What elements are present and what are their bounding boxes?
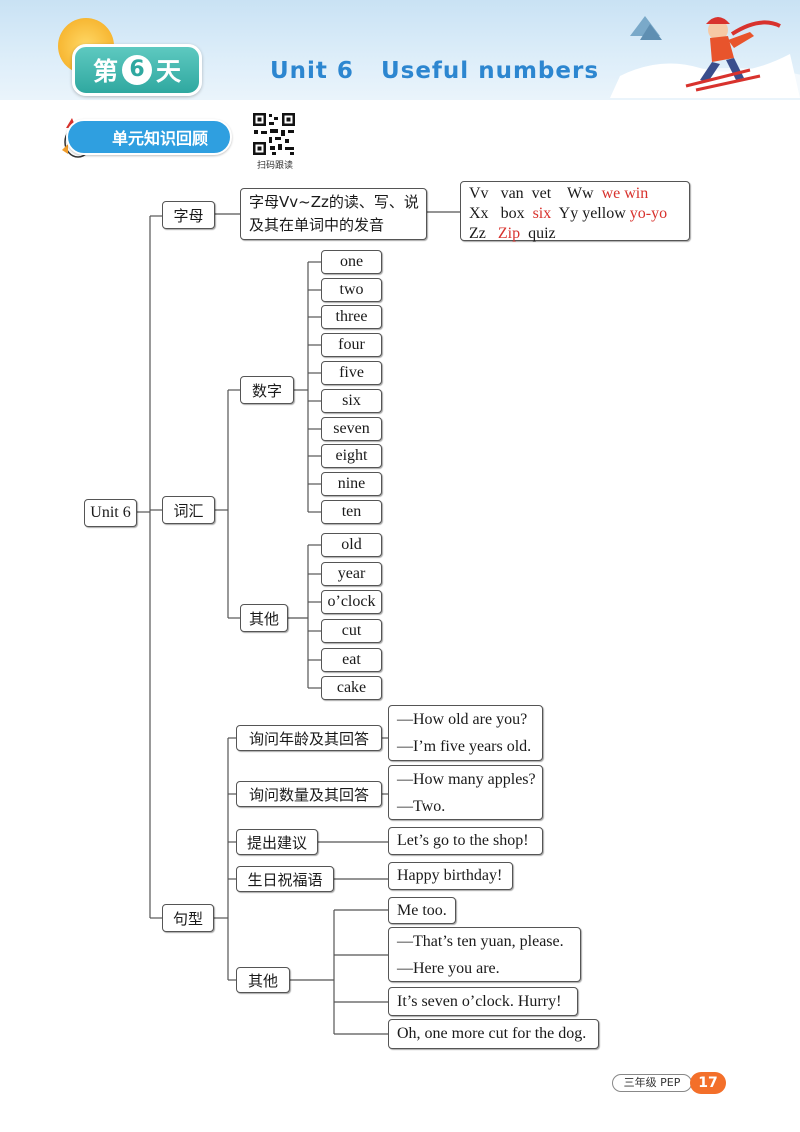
example-word: vet [531, 185, 552, 202]
letters-examples: Vv van vet Ww we win Xx box six Yy yello… [460, 181, 690, 244]
letter-pair: Vv [469, 185, 489, 202]
letters-node: 字母 [162, 201, 215, 229]
letters-row-3: Zz Zip quiz [469, 224, 681, 244]
dialogue-line: —How many apples? [397, 770, 536, 788]
example-word: win [624, 185, 649, 202]
number-word: ten [321, 500, 382, 524]
count-question-node: 询问数量及其回答 [236, 781, 382, 807]
vocab-word: eat [321, 648, 382, 672]
qr-code-icon[interactable] [252, 112, 296, 156]
dialogue-line: —Here you are. [397, 959, 500, 977]
number-word: six [321, 389, 382, 413]
other-sentence-4: Oh, one more cut for the dog. [388, 1019, 599, 1049]
dialogue-line: —I’m five years old. [397, 738, 532, 755]
other-dialogue: —That’s ten yuan, please. —Here you are. [388, 927, 581, 982]
skier-illustration-icon [610, 16, 800, 98]
letters-desc-line1: 字母Vv~Zz的读、写、说 [249, 193, 419, 211]
day-number: 6 [122, 55, 152, 85]
vocab-word: cut [321, 619, 382, 643]
unit-title: Unit 6 Useful numbers [270, 58, 600, 84]
dialogue-line: —That’s ten yuan, please. [397, 932, 564, 950]
number-word: four [321, 333, 382, 357]
letter-pair: Ww [566, 185, 594, 202]
age-dialogue: —How old are you? —I’m five years old. [388, 705, 543, 761]
section-title: 单元知识回顾 [66, 119, 232, 155]
dialogue-line: —Two. [397, 797, 446, 815]
number-word: two [321, 278, 382, 302]
grade-label: 三年级 PEP [612, 1074, 692, 1092]
letters-row-2: Xx box six Yy yellow yo-yo [469, 204, 681, 224]
number-word: seven [321, 417, 382, 441]
example-word: yellow [582, 205, 626, 222]
day-badge: 第 6 天 [72, 44, 202, 96]
letter-pair: Xx [469, 205, 489, 222]
letter-pair: Zz [469, 225, 486, 242]
example-word: Zip [497, 225, 521, 242]
birthday-sentence: Happy birthday! [388, 862, 513, 890]
sentences-others-node: 其他 [236, 967, 290, 993]
vocab-word: old [321, 533, 382, 557]
number-word: five [321, 361, 382, 385]
other-sentence-3: It’s seven o’clock. Hurry! [388, 987, 578, 1016]
example-word: we [601, 185, 621, 202]
vocab-node: 词汇 [162, 496, 215, 524]
suggestion-sentence: Let’s go to the shop! [388, 827, 543, 855]
birthday-wish-node: 生日祝福语 [236, 866, 334, 892]
numbers-node: 数字 [240, 376, 294, 404]
number-word: nine [321, 472, 382, 496]
letters-desc-line2: 及其在单词中的发音 [249, 216, 385, 234]
qr-label: 扫码跟读 [256, 161, 293, 171]
root-node: Unit 6 [84, 499, 137, 527]
example-word: yo-yo [629, 205, 668, 222]
day-suffix: 天 [156, 57, 182, 86]
header-banner: 第 6 天 Unit 6 Useful numbers [0, 0, 800, 100]
example-word: quiz [528, 225, 556, 242]
letters-row-1: Vv van vet Ww we win [469, 184, 681, 204]
count-dialogue: —How many apples? —Two. [388, 765, 543, 820]
dialogue-line: —How old are you? [397, 711, 528, 728]
page-number: 17 [690, 1072, 726, 1094]
vocab-others-node: 其他 [240, 604, 288, 632]
sentences-node: 句型 [162, 904, 214, 932]
vocab-word: year [321, 562, 382, 586]
number-word: three [321, 305, 382, 329]
number-word: one [321, 250, 382, 274]
vocab-word: cake [321, 676, 382, 700]
day-prefix: 第 [92, 57, 118, 86]
suggestion-node: 提出建议 [236, 829, 318, 855]
vocab-word: o’clock [321, 590, 382, 614]
example-word: six [532, 205, 552, 222]
age-question-node: 询问年龄及其回答 [236, 725, 382, 751]
other-sentence-1: Me too. [388, 897, 456, 924]
letters-description: 字母Vv~Zz的读、写、说 及其在单词中的发音 [240, 188, 427, 240]
example-word: van [500, 185, 524, 202]
example-word: box [500, 205, 525, 222]
number-word: eight [321, 444, 382, 468]
letter-pair: Yy [558, 205, 579, 222]
